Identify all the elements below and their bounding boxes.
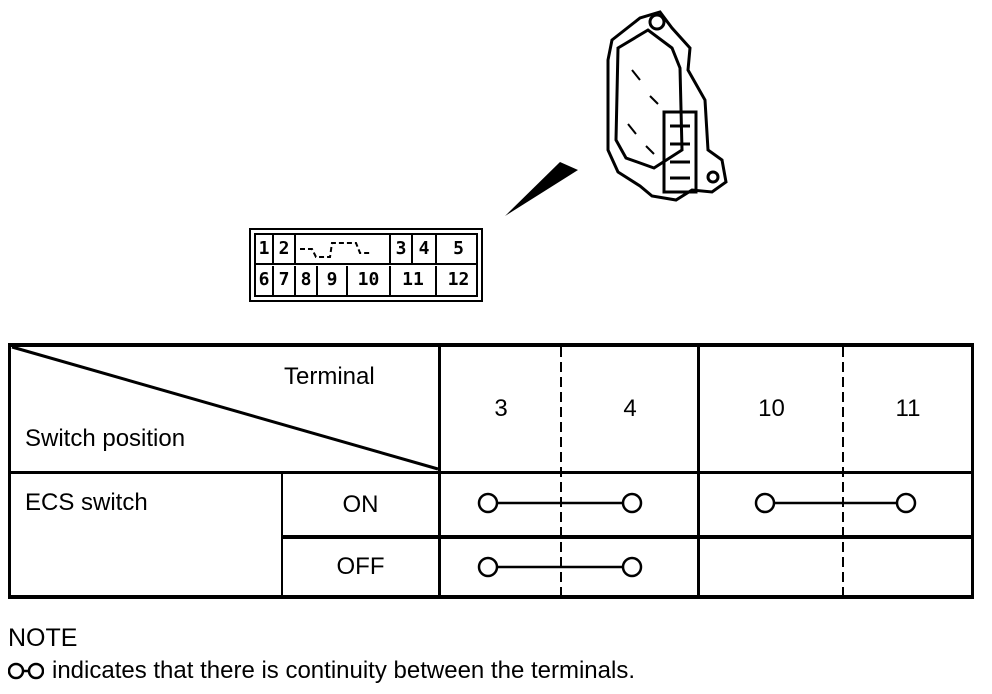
connector-pin: 1 <box>256 235 274 265</box>
continuity-symbol-icon <box>8 662 44 680</box>
connector-pin: 7 <box>274 266 296 296</box>
connector-bottom-row: 6 7 8 9 10 11 12 <box>256 266 476 296</box>
connector-pin: 12 <box>447 269 470 290</box>
connector-pin: 3 <box>391 235 413 265</box>
position-label-off: OFF <box>336 553 385 580</box>
header-column-divider <box>438 343 441 599</box>
connector-pin: 9 <box>318 266 348 296</box>
terminal-header: 4 <box>623 395 637 422</box>
header-switch-position-label: Switch position <box>25 425 186 452</box>
ecs-switch-illustration <box>505 10 728 216</box>
label-column-divider <box>281 471 283 599</box>
terminal-header: 3 <box>494 395 508 422</box>
connector-key-slot <box>296 235 391 265</box>
header-divider <box>8 471 974 474</box>
continuity-symbols <box>477 492 917 578</box>
continuity-off-3-4 <box>477 556 643 578</box>
table-border-bottom <box>8 595 974 599</box>
position-label-on: ON <box>342 491 379 518</box>
connector-pin: 11 <box>391 266 437 296</box>
connector-pin: 2 <box>274 235 296 265</box>
table-inner-lines <box>11 345 844 595</box>
connector-top-row: 1 2 3 4 5 <box>256 235 476 265</box>
pointer-arrow <box>505 162 578 216</box>
connector-face: 1 2 3 4 5 6 7 8 9 10 11 12 <box>249 228 483 302</box>
continuity-on-3-4 <box>477 492 643 514</box>
continuity-on-10-11 <box>754 492 917 514</box>
row-label-ecs-switch: ECS switch <box>25 489 148 516</box>
note-line: indicates that there is continuity betwe… <box>8 656 635 686</box>
connector-pin: 10 <box>348 266 391 296</box>
connector-pin: 5 <box>453 238 464 259</box>
note-text: indicates that there is continuity betwe… <box>52 657 635 684</box>
connector-pin: 6 <box>256 266 274 296</box>
continuity-table: Terminal Switch position 3 4 10 11 ECS s… <box>8 343 974 599</box>
connector-pin: 4 <box>413 235 437 265</box>
note-title: NOTE <box>8 624 78 652</box>
switch-body-drawing <box>606 10 728 202</box>
key-slot-mark <box>300 242 372 258</box>
table-border-top <box>8 343 974 347</box>
connector-pin: 8 <box>296 266 318 296</box>
header-diagonal <box>11 345 439 471</box>
terminal-header: 11 <box>895 395 921 422</box>
row-divider <box>281 535 974 539</box>
terminal-group-divider <box>697 343 700 599</box>
terminal-header: 10 <box>758 395 785 422</box>
header-terminal-label: Terminal <box>284 363 375 390</box>
